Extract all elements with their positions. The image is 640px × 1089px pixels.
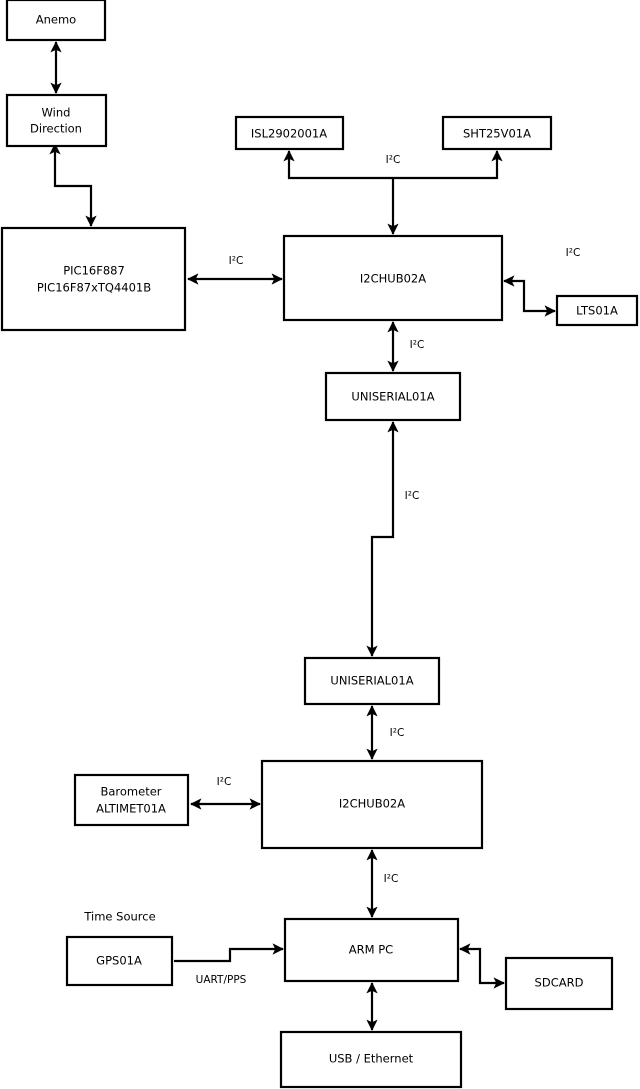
uniserial01a-bottom-label: UNISERIAL01A (330, 674, 413, 688)
pic-label-line1: PIC16F887 (63, 264, 125, 278)
node-sht25v01a[interactable]: SHT25V01A (441, 115, 553, 151)
connection-wind-direction-pic (49, 143, 97, 227)
usb-ethernet-box[interactable] (279, 1030, 463, 1089)
connection-uniserial-top-uniserial-bottom (366, 421, 399, 657)
lts01a-box[interactable] (555, 294, 639, 327)
i2chub02a-top-label: I2CHUB02A (360, 272, 426, 286)
edge-label-i2c-hub-lts: I²C (566, 247, 581, 259)
time-source-label: Time Source (83, 910, 155, 924)
sdcard-label: SDCARD (535, 976, 584, 990)
node-anemo[interactable]: Anemo (5, 0, 107, 42)
connection-i2chub-top-lts (503, 275, 556, 317)
sht25v01a-label: SHT25V01A (463, 127, 531, 141)
uniserial01a-bottom-box[interactable] (303, 656, 441, 706)
lts01a-label: LTS01A (576, 304, 618, 318)
wind-direction-box[interactable] (5, 93, 108, 148)
sdcard-box[interactable] (504, 956, 614, 1011)
node-arm-pc[interactable]: ARM PC (283, 917, 460, 983)
edge-label-i2c-hub-armpc: I²C (384, 873, 399, 885)
node-wind-direction[interactable]: Wind Direction (5, 93, 108, 148)
barometer-label-line2: ALTIMET01A (96, 802, 166, 816)
anemo-box[interactable] (5, 0, 107, 42)
connection-i2chub-top-sensors (283, 150, 503, 235)
i2chub02a-bottom-label: I2CHUB02A (339, 797, 405, 811)
usb-ethernet-label: USB / Ethernet (329, 1052, 414, 1066)
arrow-hub-lts (503, 275, 556, 317)
wind-direction-label-line2: Direction (30, 122, 82, 136)
node-pic-microcontroller[interactable]: PIC16F887 PIC16F87xTQ4401B (0, 226, 187, 332)
edge-label-i2c-uniserial-hub: I²C (390, 727, 405, 739)
edge-label-i2c-sensors: I²C (386, 154, 401, 166)
node-lts01a[interactable]: LTS01A (555, 294, 639, 327)
edge-label-uart-pps: UART/PPS (196, 974, 247, 986)
i2chub02a-top-box[interactable] (282, 234, 504, 322)
gps01a-box[interactable] (65, 935, 174, 987)
gps01a-label: GPS01A (96, 954, 142, 968)
node-barometer[interactable]: Barometer ALTIMET01A (73, 773, 190, 827)
node-i2chub02a-bottom[interactable]: I2CHUB02A (260, 759, 484, 850)
arrow-wind-pic (49, 143, 97, 227)
uniserial01a-top-label: UNISERIAL01A (351, 390, 434, 404)
arrow-armpc-sdcard (459, 943, 505, 989)
wind-direction-label-line1: Wind (42, 106, 71, 120)
pic-box[interactable] (0, 226, 187, 332)
node-i2chub02a-top[interactable]: I2CHUB02A (282, 234, 504, 322)
node-usb-ethernet[interactable]: USB / Ethernet (279, 1030, 463, 1089)
edge-label-i2c-pic-hub: I²C (229, 255, 244, 267)
node-uniserial01a-top[interactable]: UNISERIAL01A (324, 371, 462, 422)
barometer-label-line1: Barometer (100, 785, 161, 799)
anemo-label: Anemo (36, 13, 76, 27)
node-uniserial01a-bottom[interactable]: UNISERIAL01A (303, 656, 441, 706)
isl2902001a-box[interactable] (234, 115, 345, 151)
node-gps01a[interactable]: GPS01A (65, 935, 174, 987)
node-isl2902001a[interactable]: ISL2902001A (234, 115, 345, 151)
pic-label-line2: PIC16F87xTQ4401B (37, 281, 151, 295)
arrow-gps-armpc (174, 943, 284, 963)
node-sdcard[interactable]: SDCARD (504, 956, 614, 1011)
barometer-box[interactable] (73, 773, 190, 827)
uniserial01a-top-box[interactable] (324, 371, 462, 422)
connection-gps-armpc (174, 943, 284, 963)
isl2902001a-label: ISL2902001A (251, 127, 327, 141)
arm-pc-label: ARM PC (349, 943, 393, 957)
arm-pc-box[interactable] (283, 917, 460, 983)
sht25v01a-box[interactable] (441, 115, 553, 151)
edge-label-i2c-hub-uniserial: I²C (410, 339, 425, 351)
arrow-uniserial-link (366, 421, 399, 657)
connection-armpc-sdcard (459, 943, 505, 989)
edge-label-i2c-barometer-hub: I²C (217, 776, 232, 788)
edge-label-i2c-uniserial-link: I²C (405, 490, 420, 502)
i2chub02a-bottom-box[interactable] (260, 759, 484, 850)
